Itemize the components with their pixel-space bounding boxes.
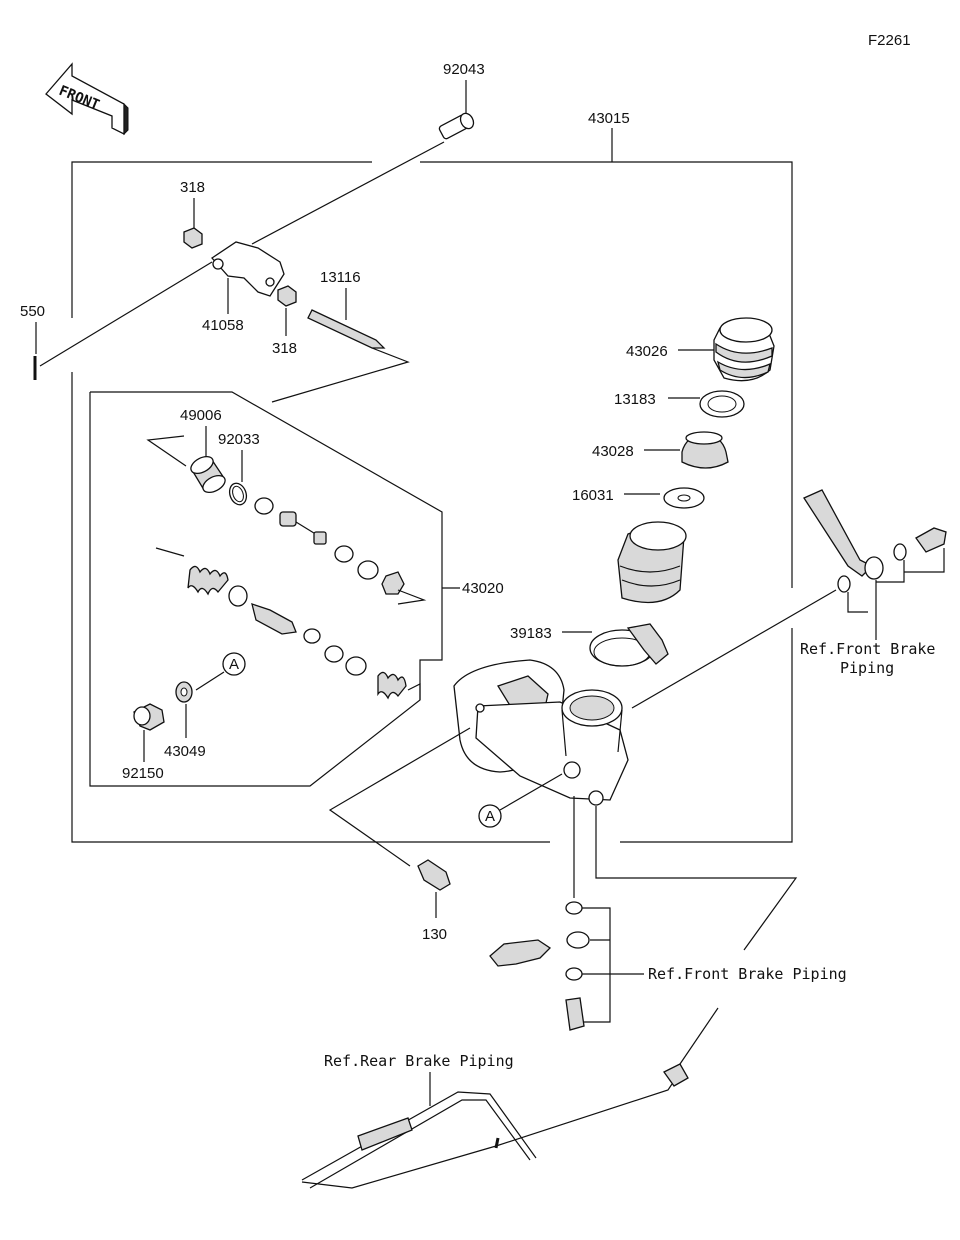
callout-a-body: A: [478, 804, 502, 828]
figure-code: F2261: [868, 32, 911, 49]
part-number-13116: 13116: [320, 269, 361, 286]
pin-92043: [438, 112, 475, 140]
part-number-41058: 41058: [202, 317, 244, 334]
nut-318-top: [183, 227, 203, 249]
ref-rear-brake-piping: Ref.Rear Brake Piping: [324, 1052, 514, 1070]
nut-318-lower: [277, 285, 297, 307]
clevis-41058: [211, 241, 285, 297]
ref-front-brake-piping-mid: Ref.Front Brake Piping: [648, 965, 847, 983]
ref-front-brake-piping-top-line1: Ref.Front Brake: [800, 640, 935, 658]
ref-front-brake-piping-top-line2: Piping: [840, 659, 894, 677]
part-number-92043: 92043: [443, 61, 485, 78]
reservoir-cap-43026: [713, 317, 775, 382]
diaphragm-plate-13183: [699, 390, 745, 418]
svg-text:A: A: [229, 656, 239, 673]
spring-and-piston-row2: [187, 565, 407, 700]
bleeder-92150: [133, 703, 165, 731]
part-number-318-lower: 318: [272, 340, 297, 357]
push-rod-13116: [307, 309, 386, 349]
part-number-550: 550: [20, 303, 45, 320]
float-16031: [663, 487, 705, 509]
part-number-43015: 43015: [588, 110, 630, 127]
part-number-130: 130: [422, 926, 447, 943]
svg-text:A: A: [485, 808, 495, 825]
part-number-92150: 92150: [122, 765, 164, 782]
assembly-frame-43015: [71, 128, 793, 843]
reservoir-hose: [617, 521, 687, 604]
rear-brake-pipe: [301, 1063, 689, 1189]
part-number-318-top: 318: [180, 179, 205, 196]
part-number-43028: 43028: [592, 443, 634, 460]
part-number-49006: 49006: [180, 407, 222, 424]
kit-frame-43020: [89, 391, 460, 787]
banjo-fittings-lower: [489, 901, 590, 1031]
diaphragm-43028: [681, 431, 729, 469]
part-number-16031: 16031: [572, 487, 614, 504]
circlip-92033: [228, 482, 248, 506]
part-number-13183: 13183: [614, 391, 656, 408]
part-number-43020: 43020: [462, 580, 504, 597]
front-brake-fitting-right: [803, 489, 947, 593]
master-cylinder-body: [453, 659, 629, 806]
washer-43049: [175, 681, 193, 703]
piston-seals-row1: [254, 497, 405, 595]
part-number-43049: 43049: [164, 743, 206, 760]
part-number-92033: 92033: [218, 431, 260, 448]
part-number-43026: 43026: [626, 343, 668, 360]
callout-a-kit: A: [222, 652, 246, 676]
bolt-130: [417, 859, 451, 891]
hose-clamp-39183: [589, 623, 669, 667]
front-arrow-icon: FRONT: [45, 62, 129, 136]
cup-49006: [190, 455, 226, 494]
part-number-39183: 39183: [510, 625, 552, 642]
